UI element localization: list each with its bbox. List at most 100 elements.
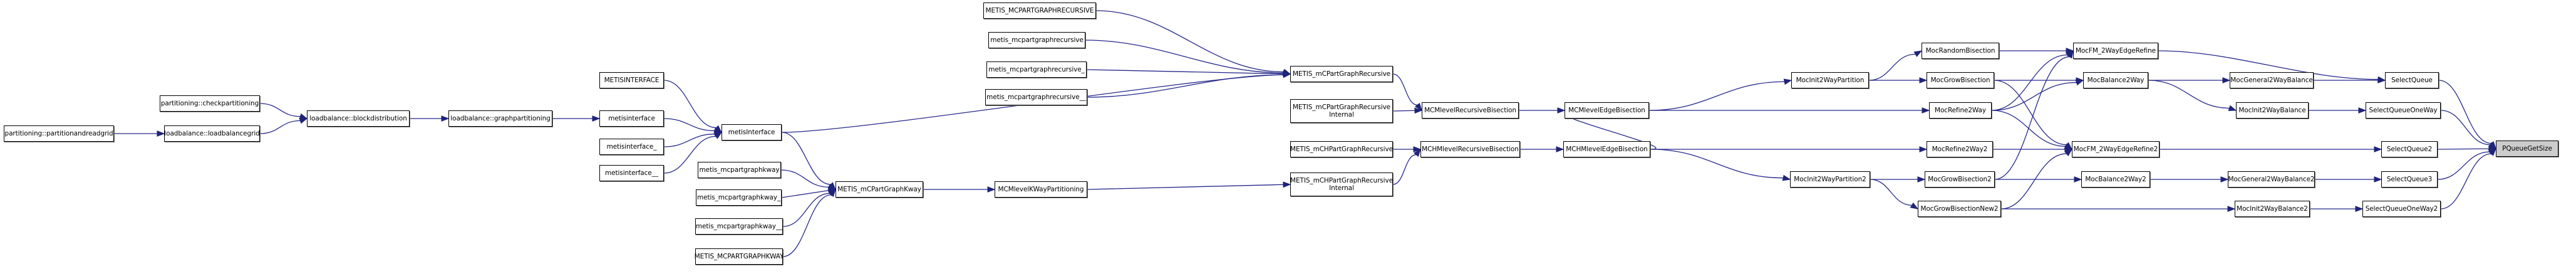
graph-node-mocgeneral2waybalance2[interactable]: MocGeneral2WayBalance2 bbox=[2228, 171, 2315, 188]
graph-edge bbox=[2148, 80, 2230, 109]
graph-edge bbox=[2440, 110, 2490, 146]
graph-edge bbox=[1087, 184, 1284, 190]
graph-edge-arrowhead bbox=[1919, 77, 1928, 83]
graph-node-mcmleveledgebisection[interactable]: MCMlevelEdgeBisection bbox=[1565, 102, 1649, 119]
graph-node-mocinit2waypartition[interactable]: MocInit2WayPartition bbox=[1791, 72, 1869, 88]
graph-node-mocfm-2wayedgerefine[interactable]: MocFM_2WayEdgeRefine bbox=[2073, 43, 2158, 59]
graph-node-mocinit2waypartition2[interactable]: MocInit2WayPartition2 bbox=[1790, 171, 1870, 188]
graph-node-metis-mcpartgraphrecursive[interactable]: metis_mcpartgraphrecursive__ bbox=[985, 89, 1087, 105]
graph-node-metis-mcpartgraphrecursive[interactable]: metis_mcpartgraphrecursive bbox=[988, 32, 1085, 48]
graph-edge-arrowhead bbox=[299, 113, 308, 120]
graph-edge bbox=[1392, 154, 1417, 185]
graph-node-mocinit2waybalance2[interactable]: MocInit2WayBalance2 bbox=[2235, 201, 2310, 217]
graph-node-selectqueue3[interactable]: SelectQueue3 bbox=[2381, 171, 2438, 188]
graph-edge-arrowhead bbox=[2064, 146, 2073, 152]
graph-edge bbox=[663, 80, 716, 129]
graph-edge bbox=[1991, 110, 2066, 147]
graph-edge-arrowhead bbox=[1283, 72, 1291, 78]
graph-node-metis-mcpartgraphkway[interactable]: METIS_mCPartGraphKway bbox=[835, 181, 923, 198]
graph-edge bbox=[781, 190, 829, 198]
graph-edge bbox=[1994, 80, 2067, 146]
graph-edge-arrowhead bbox=[2488, 147, 2496, 156]
graph-edge-arrowhead bbox=[299, 117, 308, 124]
graph-edge-arrowhead bbox=[1783, 78, 1792, 85]
graph-edge bbox=[782, 193, 830, 227]
graph-edge bbox=[663, 118, 715, 132]
graph-node-mocfm-2wayedgerefine2[interactable]: MocFM_2WayEdgeRefine2 bbox=[2072, 141, 2160, 157]
graph-edge bbox=[781, 132, 831, 185]
graph-edge-arrowhead bbox=[1556, 146, 1565, 152]
graph-edge-arrowhead bbox=[827, 184, 837, 190]
graph-edge bbox=[1991, 54, 2068, 111]
graph-edge-arrowhead bbox=[2065, 50, 2074, 58]
graph-node-mocgrowbisection2[interactable]: MocGrowBisection2 bbox=[1925, 171, 1995, 188]
graph-node-selectqueueoneway[interactable]: SelectQueueOneWay bbox=[2366, 102, 2441, 119]
graph-node-mocrandombisection[interactable]: MocRandomBisection bbox=[1922, 43, 1999, 59]
graph-edge-arrowhead bbox=[1913, 50, 1923, 57]
graph-node-mcmlevelkwaypartitioning[interactable]: MCMlevelKWayPartitioning bbox=[995, 181, 1087, 198]
graph-node-mocbalance2way2[interactable]: MocBalance2Way2 bbox=[2081, 171, 2150, 188]
graph-edge-arrowhead bbox=[1919, 146, 1928, 152]
graph-node-metis-mcpartgraphrecursive[interactable]: metis_mcpartgraphrecursive_ bbox=[986, 61, 1087, 78]
graph-node-mcmlevelrecursivebisection[interactable]: MCMlevelRecursiveBisection bbox=[1422, 102, 1519, 119]
graph-node-metis-mcpartgraphkway[interactable]: metis_mcpartgraphkway__ bbox=[695, 218, 783, 235]
graph-node-metisinterface[interactable]: metisinterface_ bbox=[599, 139, 664, 155]
graph-edge-arrowhead bbox=[827, 187, 837, 194]
graph-node-metis-mcpartgraphkway[interactable]: metis_mcpartgraphkway_ bbox=[696, 189, 782, 206]
graph-node-selectqueueoneway2[interactable]: SelectQueueOneWay2 bbox=[2362, 201, 2441, 217]
graph-edge-arrowhead bbox=[1917, 176, 1926, 183]
graph-node-mocrefine2way2[interactable]: MocRefine2Way2 bbox=[1927, 141, 1993, 157]
graph-node-pqueuegetsize[interactable]: PQueueGetSize bbox=[2496, 141, 2558, 157]
graph-node-mchmleveledgebisection[interactable]: MCHMlevelEdgeBisection bbox=[1563, 141, 1650, 157]
graph-node-partitioning-partitionandreadgrid[interactable]: partitioning::partitionandreadgrid bbox=[4, 125, 114, 142]
graph-edge-arrowhead bbox=[1414, 102, 1422, 112]
graph-edge-arrowhead bbox=[2374, 146, 2382, 152]
graph-node-metisinterface[interactable]: metisinterface bbox=[599, 110, 664, 127]
graph-edge-arrowhead bbox=[2377, 77, 2386, 83]
graph-edge-arrowhead bbox=[2488, 142, 2497, 149]
graph-node-mocbalance2way[interactable]: MocBalance2Way bbox=[2083, 72, 2148, 88]
graph-edge-arrowhead bbox=[2074, 176, 2082, 183]
graph-node-mocgrowbisection[interactable]: MocGrowBisection bbox=[1927, 72, 1994, 88]
graph-node-mocgrowbisectionnew2[interactable]: MocGrowBisectionNew2 bbox=[1918, 201, 2001, 217]
graph-edge-arrowhead bbox=[2228, 105, 2237, 111]
graph-node-metisinterface[interactable]: metisinterface__ bbox=[599, 165, 664, 181]
graph-node-metis-mcpartgraphrecursive[interactable]: METIS_MCPARTGRAPHRECURSIVE bbox=[983, 3, 1096, 19]
graph-node-mocinit2waybalance[interactable]: MocInit2WayBalance bbox=[2236, 102, 2309, 119]
graph-node-metis-mcpartgraphrecursive[interactable]: METIS_mCPartGraphRecursive bbox=[1290, 66, 1393, 82]
graph-edge bbox=[2437, 151, 2490, 180]
graph-edge-arrowhead bbox=[1282, 70, 1291, 76]
graph-edge-arrowhead bbox=[2488, 141, 2496, 150]
graph-node-metis-mchpartgraphrecursive-internal[interactable]: METIS_mCHPartGraphRecursive Internal bbox=[1290, 172, 1393, 196]
graph-node-selectqueue2[interactable]: SelectQueue2 bbox=[2381, 141, 2438, 157]
graph-edge bbox=[1870, 179, 1912, 206]
graph-node-metis-mcpartgraphkway[interactable]: metis_mcpartgraphkway bbox=[698, 162, 781, 178]
graph-edge bbox=[663, 134, 715, 147]
graph-node-mocrefine2way[interactable]: MocRefine2Way bbox=[1929, 102, 1992, 119]
graph-node-mchmlevelrecursivebisection[interactable]: MCHMlevelRecursiveBisection bbox=[1420, 141, 1520, 157]
graph-edge bbox=[1991, 82, 2077, 111]
graph-edge bbox=[1085, 40, 1284, 73]
graph-edge-arrowhead bbox=[1922, 107, 1930, 114]
graph-edge-arrowhead bbox=[1413, 146, 1422, 152]
graph-edge-arrowhead bbox=[2227, 206, 2236, 212]
graph-node-metisinterface[interactable]: METISINTERFACE bbox=[599, 72, 664, 88]
graph-edge-arrowhead bbox=[2374, 176, 2382, 183]
graph-node-metis-mcpartgraphkway[interactable]: METIS_MCPARTGRAPHKWAY bbox=[695, 248, 784, 265]
graph-node-partitioning-checkpartitioning[interactable]: partitioning::checkpartitioning bbox=[160, 95, 260, 112]
graph-node-mocgeneral2waybalance[interactable]: MocGeneral2WayBalance bbox=[2230, 72, 2314, 88]
graph-edge-arrowhead bbox=[713, 131, 723, 137]
graph-edge-arrowhead bbox=[1782, 174, 1791, 181]
graph-edge bbox=[1648, 81, 1785, 111]
graph-edge bbox=[1868, 53, 1916, 81]
graph-node-selectqueue[interactable]: SelectQueue bbox=[2385, 72, 2439, 88]
graph-node-metis-mcpartgraphrecursive-internal[interactable]: METIS_mCPartGraphRecursive Internal bbox=[1290, 99, 1393, 123]
graph-node-loadbalance-blockdistribution[interactable]: loadbalance::blockdistribution bbox=[307, 110, 410, 127]
graph-node-metis-mchpartgraphrecursive[interactable]: METIS_mCHPartGraphRecursive bbox=[1290, 141, 1393, 157]
graph-edge-arrowhead bbox=[714, 125, 723, 133]
graph-node-metisinterface[interactable]: metisInterface bbox=[722, 124, 782, 141]
graph-edge-arrowhead bbox=[157, 130, 165, 137]
graph-node-loadbalance-loadbalancegrid[interactable]: loadbalance::loadbalancegrid bbox=[164, 125, 260, 142]
graph-node-loadbalance-graphpartitioning[interactable]: loadbalance::graphpartitioning bbox=[448, 110, 552, 127]
graph-edge-arrowhead bbox=[592, 115, 601, 122]
